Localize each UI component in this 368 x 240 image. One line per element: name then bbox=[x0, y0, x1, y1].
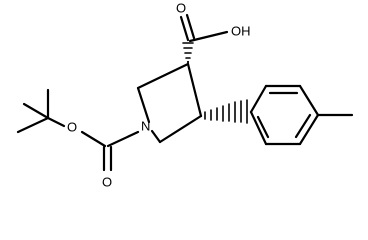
stereo-hash-bond-acid bbox=[182, 42, 194, 64]
hydroxyl-label: OH bbox=[231, 23, 251, 38]
chemical-structure: O OH N O O bbox=[16, 0, 354, 189]
bond-c-oh bbox=[188, 30, 229, 43]
bond-tbu-me2 bbox=[16, 116, 50, 134]
tolyl-ring bbox=[249, 84, 320, 146]
boc-group bbox=[16, 88, 140, 172]
ring-nitrogen-label: N bbox=[141, 118, 150, 133]
pyrrolidine-ring bbox=[136, 62, 203, 144]
bond-n-c2 bbox=[136, 86, 151, 124]
bond-c5-n bbox=[150, 129, 162, 144]
bond-c4-c5 bbox=[158, 114, 203, 144]
bond-c2-c3 bbox=[136, 62, 190, 90]
acid-carbonyl-o-label: O bbox=[176, 0, 186, 15]
bond-c3-c4 bbox=[186, 62, 203, 118]
bond-o-tbu bbox=[46, 116, 66, 128]
bond-n-carbonyl bbox=[106, 130, 140, 148]
bond-c-o-double-2 bbox=[185, 13, 196, 40]
stereo-hash-bond-aryl bbox=[204, 99, 248, 124]
bond-c-o-ester bbox=[80, 130, 107, 148]
ester-o-label: O bbox=[67, 119, 77, 134]
bond-c-o-double-1 bbox=[179, 15, 190, 42]
carboxylic-acid-group bbox=[179, 13, 229, 43]
bond-tbu-me3 bbox=[22, 102, 50, 120]
boc-carbonyl-o-label: O bbox=[102, 174, 112, 189]
